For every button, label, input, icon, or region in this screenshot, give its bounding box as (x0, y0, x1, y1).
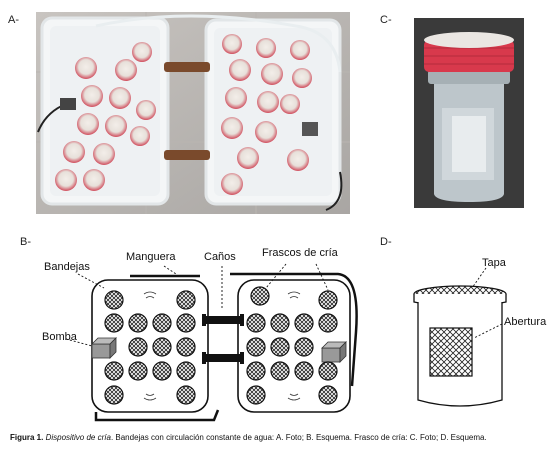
callout-bandejas: Bandejas (44, 261, 90, 273)
caption-figure-label: Figura 1. (10, 433, 44, 442)
callout-manguera: Manguera (126, 251, 176, 263)
photo-rearing-jar-illustration (414, 18, 524, 208)
callout-abertura: Abertura (504, 316, 547, 328)
schematic-pipe-top (204, 316, 242, 324)
photo-rearing-jar (414, 18, 524, 208)
callout-frascos: Frascos de cría (262, 247, 338, 259)
figure-caption: Figura 1. Dispositivo de cría. Bandejas … (10, 432, 550, 443)
schematic-jar (390, 236, 550, 416)
schematic-pump-left (91, 337, 117, 359)
schematic-jars-left (104, 290, 196, 405)
photo-jars-right (221, 34, 312, 195)
schematic-trays (0, 236, 380, 426)
schematic-jar-opening (429, 327, 473, 377)
panel-label-d: D- (380, 236, 392, 248)
schematic-jars-right (246, 286, 338, 405)
callout-canos: Caños (204, 251, 236, 263)
photo-trays (36, 12, 350, 214)
panel-label-c: C- (380, 14, 392, 26)
caption-text: . Bandejas con circulación constante de … (110, 433, 487, 442)
photo-trays-illustration (36, 12, 350, 214)
schematic-callout-arrows (65, 263, 329, 347)
callout-bomba: Bomba (42, 331, 77, 343)
schematic-trays-drawing (65, 263, 358, 422)
schematic-water-waves (143, 291, 301, 401)
schematic-pump-right (321, 341, 347, 363)
schematic-tray-right (237, 279, 351, 413)
caption-title: Dispositivo de cría (45, 433, 111, 442)
schematic-jar-callouts (471, 267, 503, 339)
panel-label-a: A- (8, 14, 19, 26)
callout-tapa: Tapa (482, 257, 506, 269)
schematic-pipe-bottom (204, 354, 242, 362)
photo-jars-left (55, 42, 156, 191)
schematic-jar-drawing (413, 267, 507, 407)
panel-label-b: B- (20, 236, 31, 248)
